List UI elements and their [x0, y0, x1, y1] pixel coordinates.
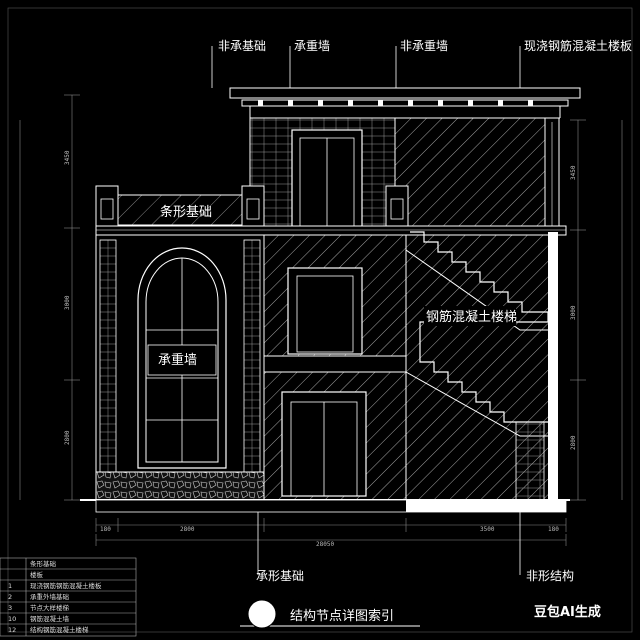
bottom-dimension-chain	[95, 518, 567, 546]
lower-stair-flight	[419, 312, 549, 423]
title-index-circle	[247, 599, 277, 629]
arched-window-surround	[137, 247, 227, 469]
stair-label-box	[424, 306, 516, 326]
middle-window-frame	[287, 267, 363, 355]
legend-row-number: 10	[8, 615, 16, 623]
legend-row-text: 节点大样楼梯	[30, 603, 70, 612]
bottom-dim-2: 2800	[180, 526, 195, 533]
callout-load-wall-inner: 承重墙	[158, 352, 197, 368]
bottom-dim-4: 180	[548, 526, 559, 533]
legend-row-text: 钢筋混凝土墙	[30, 614, 70, 623]
callout-rc-slab: 现浇钢筋混凝土楼板	[524, 38, 632, 53]
drawing-frame	[7, 7, 633, 633]
right-dim-3: 2800	[570, 435, 577, 450]
callout-strip-foundation: 条形基础	[160, 204, 212, 220]
left-dim-1: 3450	[64, 150, 71, 165]
upper-storey-hatch	[394, 117, 546, 231]
right-dimension-chain	[570, 119, 623, 501]
second-floor-slab	[95, 225, 567, 236]
legend-row-number: 12	[8, 626, 16, 634]
left-dim-2: 3000	[64, 295, 71, 310]
bottom-dim-total: 28050	[316, 541, 334, 548]
left-wall-pilaster-r	[243, 239, 261, 473]
parapet-post-left	[95, 185, 119, 227]
upper-stair-flight	[410, 231, 548, 313]
callout-load-wall-top: 承重墙	[294, 39, 330, 53]
legend-row-text: 楼板	[30, 570, 44, 579]
parapet-post-mid	[241, 185, 265, 227]
left-wall-pilaster-l	[99, 239, 117, 473]
right-dim-1: 3450	[570, 165, 577, 180]
legend-row-text: 承重外墙基础	[30, 592, 70, 601]
left-dimension-chain	[19, 94, 80, 501]
callout-non-structure-bottom: 非形结构	[526, 568, 574, 583]
parapet-post-right	[385, 185, 409, 227]
bottom-dim-3: 3500	[480, 526, 495, 533]
stone-base	[95, 471, 265, 501]
strip-foundation-band	[117, 194, 243, 226]
legend-row-text: 结构钢筋混凝土楼梯	[30, 625, 89, 634]
callout-load-foundation-bottom: 承形基础	[256, 569, 304, 583]
callout-non-load-foundation: 非承基础	[218, 39, 266, 53]
legend-row-number: 3	[8, 604, 12, 612]
legend-row-number: 2	[8, 593, 12, 601]
callout-rc-stair: 钢筋混凝土楼梯	[426, 309, 517, 325]
stair-column	[548, 232, 558, 500]
roof-cornice	[229, 87, 581, 119]
middle-sill	[263, 355, 407, 373]
legend-row-number: 1	[8, 582, 12, 590]
bottom-dim-1: 180	[100, 526, 111, 533]
callout-non-load-wall: 非承重墙	[400, 39, 448, 53]
drawing-title: 结构节点详图索引	[290, 609, 394, 624]
arched-window	[145, 257, 219, 463]
right-dim-2: 3000	[570, 305, 577, 320]
legend-row-text: 条形基础	[30, 559, 57, 568]
left-dim-3: 2800	[64, 430, 71, 445]
legend-table	[0, 557, 137, 637]
roof-dentils	[258, 100, 533, 106]
watermark: 豆包AI生成	[534, 604, 601, 620]
legend-row-text: 现浇钢筋钢筋混凝土楼板	[30, 581, 102, 590]
inner-wall-label-box	[147, 344, 217, 376]
upper-stair-underside	[405, 249, 548, 331]
leader-lines	[211, 46, 521, 575]
